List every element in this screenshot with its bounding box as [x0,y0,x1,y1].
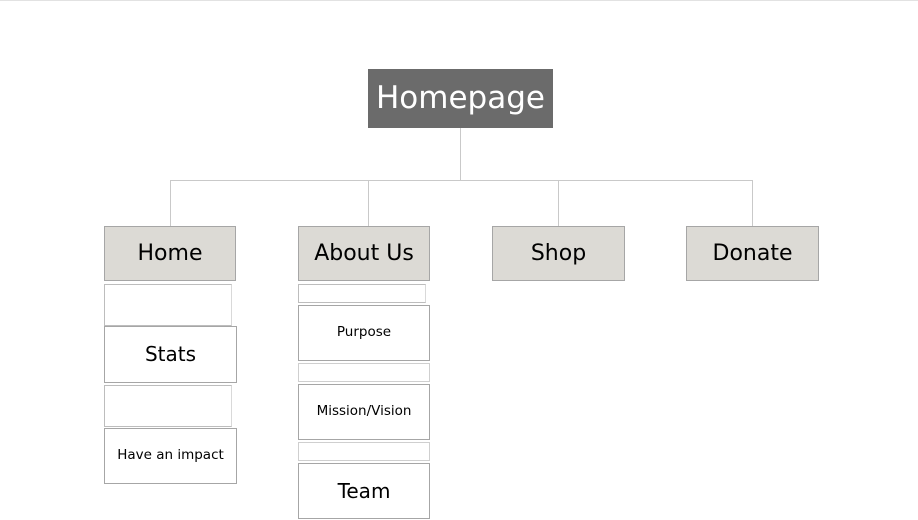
connector-drop-about-us [368,180,369,226]
node-shop[interactable]: Shop [492,226,625,281]
node-team[interactable]: Team [298,463,430,519]
node-about-us[interactable]: About Us [298,226,430,281]
connector-drop-donate [752,180,753,226]
top-divider [0,0,918,1]
node-about-us-spacer-3 [298,442,430,461]
node-stats[interactable]: Stats [104,326,237,383]
node-home[interactable]: Home [104,226,236,281]
connector-horizontal-bus [170,180,753,181]
connector-root-drop [460,128,461,181]
node-purpose[interactable]: Purpose [298,305,430,361]
node-about-us-spacer-1 [298,284,426,303]
node-mission-vision[interactable]: Mission/Vision [298,384,430,440]
node-have-an-impact[interactable]: Have an impact [104,428,237,484]
node-homepage[interactable]: Homepage [368,69,553,128]
node-home-spacer-2 [104,385,232,427]
node-home-spacer-1 [104,284,232,326]
node-about-us-spacer-2 [298,363,430,382]
connector-drop-shop [558,180,559,226]
node-donate[interactable]: Donate [686,226,819,281]
connector-drop-home [170,180,171,226]
